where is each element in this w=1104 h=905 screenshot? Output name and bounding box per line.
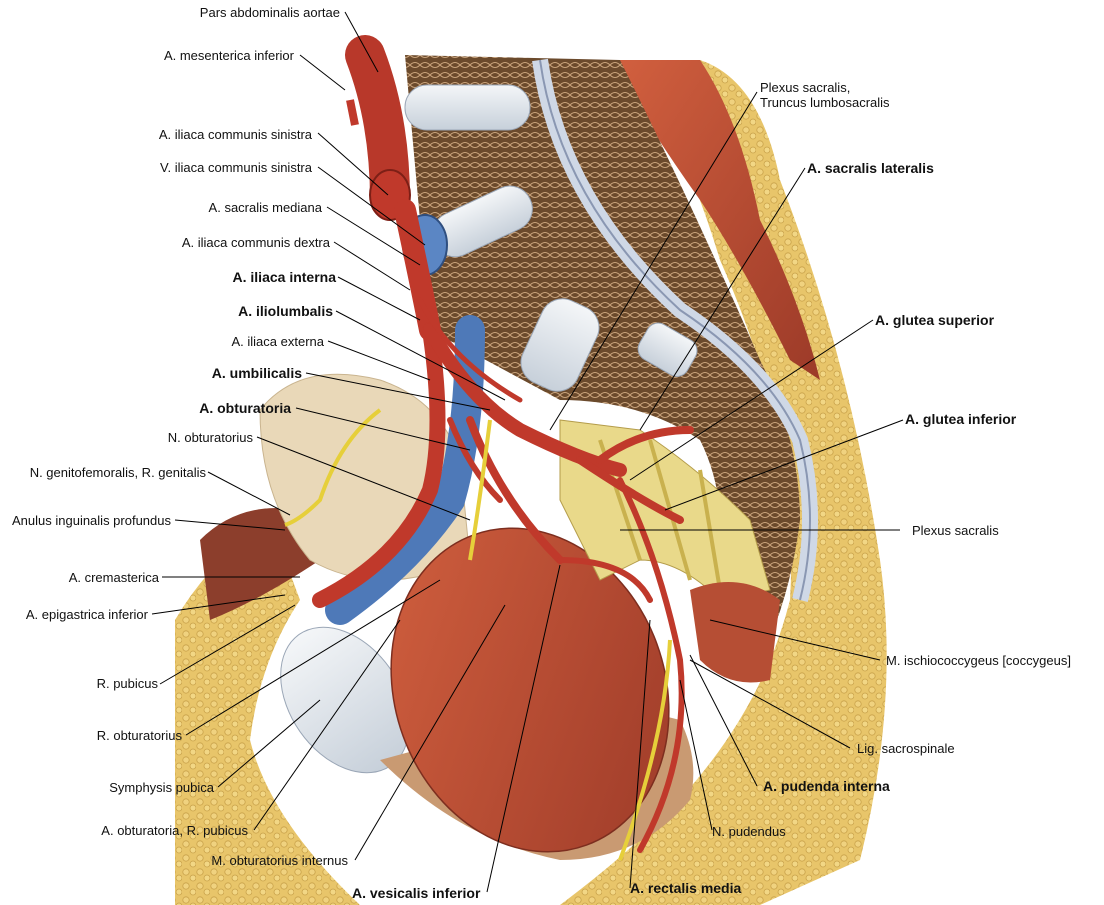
label-a-glutea-inferior: A. glutea inferior (905, 411, 1017, 427)
label-r-obturatorius: R. obturatorius (96, 728, 182, 743)
leader-lines (151, 11, 904, 893)
back-muscles (610, 60, 820, 380)
label-symphysis-pubica: Symphysis pubica (109, 780, 214, 795)
anterior-fat (175, 520, 360, 905)
label-anulus-inguinalis: Anulus inguinalis profundus (12, 513, 171, 528)
label-plexus-sacralis-truncus: Plexus sacralis, Truncus lumbosacralis (760, 80, 890, 110)
label-a-umbilicalis: A. umbilicalis (211, 365, 302, 381)
label-n-genitofemoralis: N. genitofemoralis, R. genitalis (29, 465, 206, 480)
label-plexus-sacralis: Plexus sacralis (912, 523, 999, 538)
internal-iliac-artery (423, 323, 627, 477)
small-vessel (346, 99, 359, 126)
rectal-branch (557, 557, 653, 603)
umbilical-branch (466, 416, 564, 564)
label-n-obturatorius: N. obturatorius (167, 430, 253, 445)
abdominal-wall (200, 508, 320, 620)
label-a-iliaca-communis-sinistra: A. iliaca communis sinistra (158, 127, 312, 142)
label-a-vesicalis-inferior: A. vesicalis inferior (352, 885, 481, 901)
label-a-iliaca-interna: A. iliaca interna (232, 269, 336, 285)
external-iliac-artery (312, 322, 446, 608)
label-n-pudendus: N. pudendus (712, 824, 786, 839)
gluteal-superior-branch (596, 426, 694, 464)
disc-1 (404, 84, 531, 131)
label-a-mesenterica-inferior: A. mesenterica inferior (163, 48, 294, 63)
label-a-cremasterica: A. cremasterica (68, 570, 159, 585)
iliolumbal-branch (417, 297, 523, 403)
posterior-fat (560, 60, 887, 905)
label-a-sacralis-lateralis: A. sacralis lateralis (807, 160, 934, 176)
label-m-obturatorius-internus: M. obturatorius internus (211, 853, 348, 868)
coccygeus-muscle (690, 582, 780, 683)
obturator-branch (447, 417, 503, 503)
label-a-rectalis-media: A. rectalis media (630, 880, 742, 896)
pudendal-nerve (618, 639, 672, 861)
disc-3 (520, 298, 600, 392)
label-m-ischiococcygeus: M. ischiococcygeus [coccygeus] (886, 653, 1071, 668)
label-a-obturatoria-r-pubicus: A. obturatoria, R. pubicus (101, 823, 248, 838)
label-plexus-sacralis-line1: Plexus sacralis, (760, 80, 851, 95)
label-a-epigastrica-inferior: A. epigastrica inferior (25, 607, 148, 622)
label-r-pubicus: R. pubicus (96, 676, 158, 691)
pudendal-branch (617, 477, 685, 853)
label-a-obturatoria: A. obturatoria (199, 400, 291, 416)
label-a-glutea-superior: A. glutea superior (875, 312, 995, 328)
label-a-iliolumbalis: A. iliolumbalis (238, 303, 333, 319)
label-a-iliaca-externa: A. iliaca externa (231, 334, 325, 349)
genitofemoral-nerve (284, 408, 382, 527)
label-a-pudenda-interna: A. pudenda interna (763, 778, 890, 794)
label-a-sacralis-mediana: A. sacralis mediana (208, 200, 322, 215)
label-v-iliaca-communis-sinistra: V. iliaca communis sinistra (160, 160, 312, 175)
label-pars-abdominalis-aortae: Pars abdominalis aortae (199, 5, 340, 20)
gluteal-inferior-branch (576, 456, 684, 524)
label-truncus-lumbosacralis-line2: Truncus lumbosacralis (760, 95, 890, 110)
label-lig-sacrospinale: Lig. sacrospinale (857, 741, 955, 756)
obturator-nerve (468, 419, 492, 561)
label-a-iliaca-communis-dextra: A. iliaca communis dextra (181, 235, 330, 250)
